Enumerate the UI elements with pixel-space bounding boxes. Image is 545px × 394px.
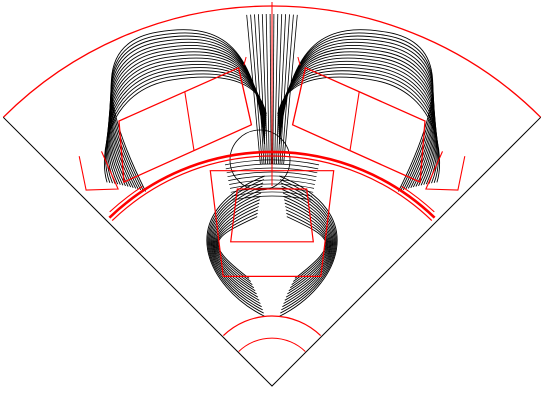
airgap-arc-inner (108, 150, 436, 219)
sector-boundary (2, 116, 542, 387)
tooth-flux-line (272, 13, 275, 165)
rotor-pole-outline (209, 170, 335, 277)
rotor-flux-line (210, 189, 262, 304)
rotor-flux-line (282, 192, 333, 301)
tooth-flux-line (261, 14, 268, 165)
stator-flux-line (279, 29, 434, 192)
slot-right (291, 66, 426, 184)
gap-flux-line (232, 195, 312, 201)
tooth-flux-line (265, 13, 270, 165)
rotor-flux-line (217, 216, 258, 279)
tooth-flux-line (246, 14, 261, 165)
stator-flux-line (106, 67, 267, 184)
tooth-flux-line (281, 14, 294, 165)
rotor-flux-line (286, 216, 327, 279)
rotor-flux-line (208, 182, 264, 311)
tooth-flux-line (250, 14, 263, 165)
side-notch-left (78, 151, 119, 191)
rotor-flux-line (217, 212, 258, 282)
tooth-flux-line (277, 14, 286, 165)
geometry-outline-group (2, 2, 542, 387)
slot-divider-left (184, 91, 195, 151)
rotor-flux-line (216, 209, 259, 285)
slot-divider-right (349, 91, 360, 151)
stator-flux-line (277, 73, 439, 183)
tooth-flux-line (276, 14, 283, 165)
side-notch-right (425, 151, 466, 191)
rotor-flux-line (283, 195, 332, 298)
rotor-flux-line (282, 189, 334, 304)
slot-left (118, 66, 253, 184)
tooth-flux-line (269, 13, 272, 165)
rotor-flux-line (284, 202, 330, 292)
tooth-flux-line (283, 14, 298, 165)
stator-tooth-arc-left (109, 185, 143, 213)
slot-lip (243, 56, 247, 66)
stator-tooth-arc-right (401, 185, 435, 213)
stator-flux-line (110, 29, 265, 192)
stator-flux-line (105, 73, 267, 183)
airgap-arc-outer (111, 155, 433, 222)
rotor-flux-line (211, 192, 262, 301)
stator-flux-line (277, 67, 438, 184)
slot-lip (297, 56, 301, 66)
shaft-arc (238, 337, 306, 352)
rotor-flux-line (280, 182, 336, 311)
rotor-flux-line (284, 199, 331, 295)
rotor-winding-window (230, 188, 314, 243)
gap-flux-line (231, 191, 313, 197)
rotor-flux-line (285, 209, 328, 285)
rotor-flux-line (213, 199, 260, 295)
rotor-inner-arc (222, 315, 322, 337)
rotor-flux-line (286, 212, 327, 282)
rotor-flux-line (212, 195, 261, 298)
tooth-flux-line (258, 14, 267, 165)
tooth-flux-line (254, 14, 265, 165)
rotor-flux-line (214, 202, 260, 292)
tooth-flux-line (274, 13, 279, 165)
